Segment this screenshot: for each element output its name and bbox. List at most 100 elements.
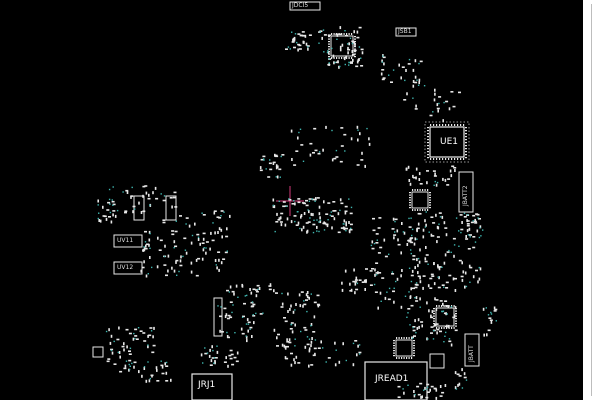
pad: [142, 194, 144, 198]
pad: [470, 221, 474, 224]
pad: [427, 189, 429, 191]
pad: [310, 293, 312, 295]
pad: [298, 48, 302, 50]
pad: [134, 328, 138, 331]
pad: [148, 379, 151, 383]
pad: [474, 218, 476, 222]
pad: [167, 269, 169, 273]
pad: [414, 59, 417, 63]
pad: [339, 160, 343, 163]
pad: [444, 325, 448, 328]
pad: [412, 326, 414, 329]
pad: [164, 362, 166, 366]
pad: [427, 133, 429, 135]
pad: [424, 209, 426, 211]
pad: [458, 230, 460, 232]
pad: [310, 323, 313, 326]
pad: [439, 300, 443, 302]
pad: [413, 347, 415, 349]
pad: [443, 261, 446, 265]
pad: [322, 222, 326, 225]
pad: [361, 281, 365, 283]
pad: [365, 268, 368, 270]
pad: [455, 318, 457, 320]
pad: [433, 325, 435, 327]
pad: [413, 352, 415, 354]
pad: [384, 255, 388, 258]
pad: [162, 221, 166, 224]
pad: [422, 228, 425, 232]
pad: [495, 320, 497, 322]
pad: [328, 53, 330, 55]
pad: [472, 220, 474, 222]
pad: [436, 107, 440, 110]
pad: [414, 237, 417, 241]
pad: [145, 191, 148, 195]
pad: [335, 349, 337, 351]
pad: [378, 217, 382, 219]
pad: [375, 272, 379, 274]
pad: [454, 158, 456, 160]
pad: [414, 393, 416, 396]
pad: [347, 46, 349, 50]
pad: [310, 364, 314, 366]
pad: [430, 158, 432, 160]
pad: [301, 34, 305, 37]
pad: [433, 315, 435, 317]
pad: [283, 317, 286, 319]
pad: [202, 237, 205, 241]
pad: [284, 356, 287, 360]
pad: [488, 317, 492, 319]
pad: [308, 349, 311, 353]
pad: [410, 217, 412, 219]
pad: [263, 159, 265, 161]
pad: [316, 230, 318, 232]
pad: [259, 169, 263, 172]
pad: [332, 54, 335, 58]
pad: [465, 154, 467, 156]
pad: [154, 186, 157, 190]
pad: [425, 388, 428, 391]
pad: [429, 202, 431, 204]
pad: [408, 357, 410, 359]
pad: [410, 287, 412, 291]
pad: [295, 303, 297, 306]
pad: [202, 248, 205, 252]
pad: [117, 351, 119, 354]
pad: [126, 191, 129, 194]
pad: [173, 240, 176, 244]
pad: [436, 328, 440, 331]
pad: [333, 217, 336, 221]
pad: [99, 219, 102, 223]
pad: [295, 224, 299, 226]
pad: [354, 36, 356, 38]
pad: [216, 216, 220, 218]
pad: [252, 315, 256, 317]
pad: [386, 291, 388, 293]
pad: [457, 124, 459, 126]
pad: [429, 207, 431, 209]
pad: [431, 235, 435, 237]
pad: [356, 125, 359, 129]
pad: [429, 114, 433, 117]
pad: [442, 310, 445, 312]
pad: [454, 277, 457, 280]
pad: [201, 257, 204, 261]
pad: [332, 201, 336, 203]
pad: [316, 225, 318, 229]
pcb-board-view[interactable]: UE1 JRJ1 JREAD1 JBATT2 JBATT UV11 UV12 J…: [0, 0, 583, 400]
pad: [217, 231, 219, 234]
pad: [253, 321, 255, 325]
pad: [292, 310, 295, 314]
pad: [463, 212, 466, 215]
pad: [445, 124, 447, 126]
pad: [152, 335, 154, 339]
pad: [135, 338, 139, 340]
pad: [432, 170, 436, 172]
pad: [397, 396, 401, 398]
pad: [153, 326, 155, 330]
pad: [322, 148, 324, 152]
pad: [204, 347, 206, 349]
right-low-ic: [435, 307, 455, 327]
pad: [349, 223, 353, 226]
